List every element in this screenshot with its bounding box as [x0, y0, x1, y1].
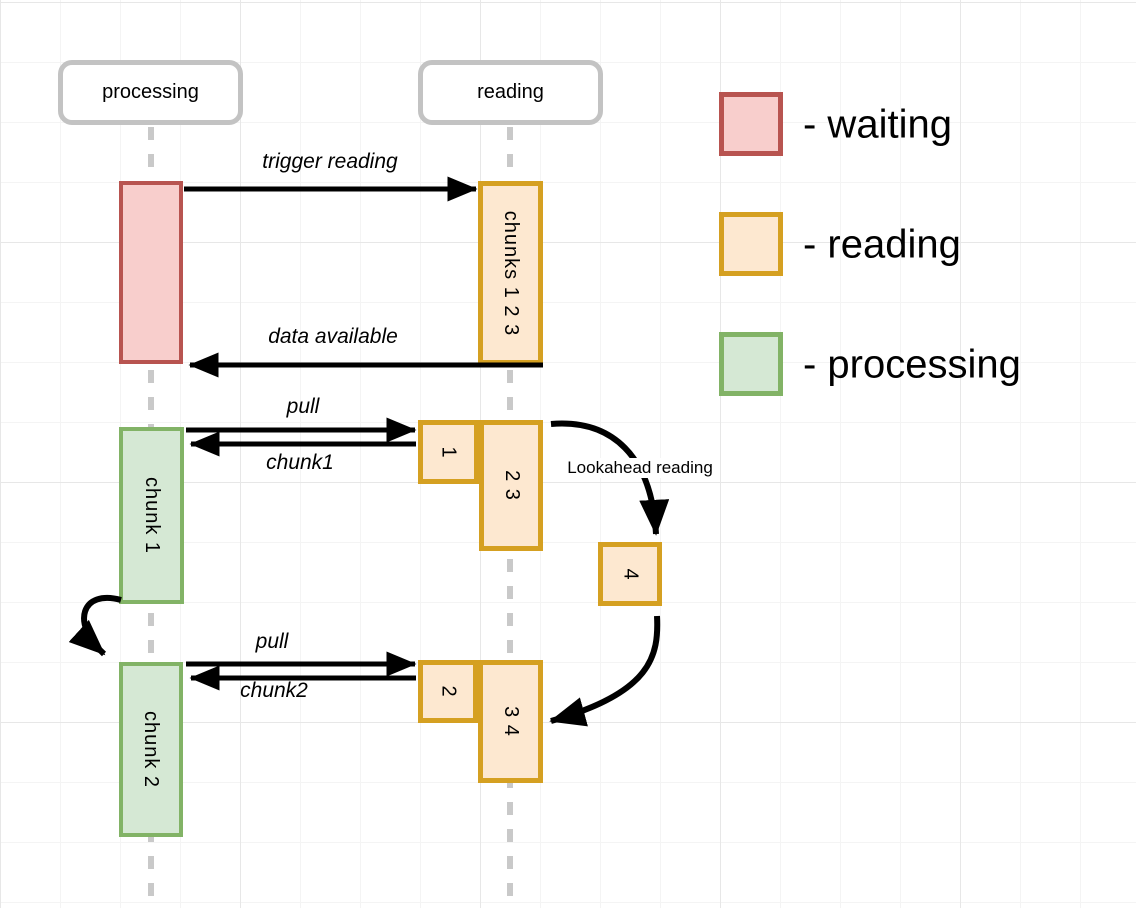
message-label-lookahead-reading: Lookahead reading — [565, 458, 715, 478]
legend-swatch-waiting — [719, 92, 783, 156]
activation-chunks-1-2-3: chunks 1 2 3 — [478, 181, 543, 365]
arrow-chunk1-to-chunk2-curve — [68, 595, 122, 657]
activation-chunk-2: chunk 2 — [119, 662, 183, 837]
buffer-box-2-3-label: 2 3 — [500, 470, 523, 501]
legend-label-reading: - reading — [803, 222, 961, 267]
message-label-pull-2: pull — [255, 630, 289, 653]
legend-label-waiting: - waiting — [803, 102, 952, 147]
message-label-pull-1: pull — [286, 395, 320, 418]
lifeline-head-reading: reading — [418, 60, 603, 125]
activation-chunk-2-label: chunk 2 — [140, 710, 163, 789]
buffer-box-3-4: 3 4 — [478, 660, 543, 783]
activation-chunks-1-2-3-label: chunks 1 2 3 — [500, 210, 523, 336]
message-label-trigger-reading: trigger reading — [262, 150, 398, 173]
buffer-box-4-label: 4 — [619, 567, 642, 581]
buffer-box-2: 2 — [418, 660, 478, 723]
buffer-box-2-3: 2 3 — [479, 420, 543, 551]
message-label-data-available: data available — [268, 325, 398, 348]
activation-waiting — [119, 181, 183, 364]
buffer-box-1-label: 1 — [438, 445, 460, 459]
buffer-box-1: 1 — [418, 420, 479, 484]
activation-chunk-1-label: chunk 1 — [141, 476, 163, 555]
message-label-chunk2: chunk2 — [240, 679, 308, 702]
arrow-lookahead-curve — [550, 420, 670, 536]
message-label-chunk1: chunk1 — [266, 451, 334, 474]
buffer-box-3-4-label: 3 4 — [500, 706, 522, 737]
buffer-box-2-label: 2 — [437, 685, 460, 698]
buffer-box-4: 4 — [598, 542, 662, 606]
arrow-box4-to-box34-curve — [549, 615, 661, 727]
lifeline-head-processing: processing — [58, 60, 243, 125]
lifeline-head-processing-label: processing — [102, 81, 199, 103]
legend-swatch-processing — [719, 332, 783, 396]
lifeline-head-reading-label: reading — [477, 81, 544, 103]
legend-label-processing: - processing — [803, 342, 1021, 387]
legend-swatch-reading — [719, 212, 783, 276]
activation-chunk-1: chunk 1 — [119, 427, 184, 604]
